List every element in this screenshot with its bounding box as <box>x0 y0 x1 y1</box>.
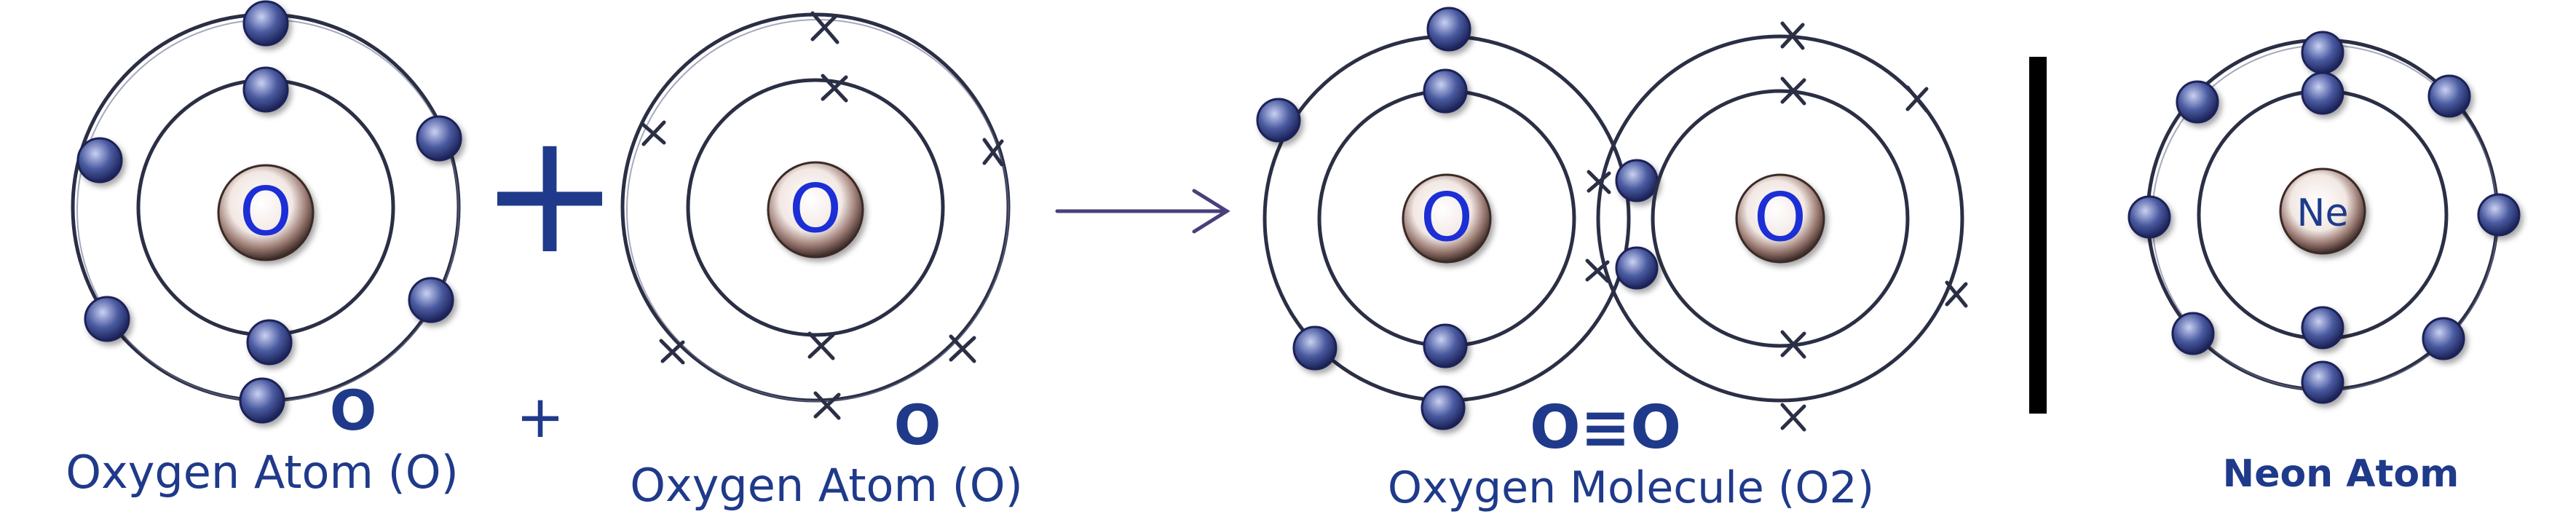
electron-cross <box>1585 258 1610 283</box>
inner-orbit <box>686 78 945 337</box>
nucleus-symbol: Ne <box>2297 192 2349 235</box>
oxygen-atom-1: O O Oxygen Atom (O) <box>66 0 462 499</box>
electron-cross <box>949 334 976 363</box>
atom-label: Oxygen Atom (O) <box>66 446 459 499</box>
electron-cross <box>982 138 1004 167</box>
electron-cross <box>1945 280 1968 308</box>
electron <box>2176 80 2219 124</box>
nucleus-symbol: O <box>1754 178 1806 256</box>
electron-cross <box>807 331 835 360</box>
electron <box>2427 74 2471 118</box>
electrons <box>1585 21 1968 432</box>
electron <box>2301 360 2344 404</box>
arrow-right-icon <box>1055 189 1230 234</box>
electrons <box>76 0 462 424</box>
electron <box>408 277 454 323</box>
nucleus-symbol: O <box>1421 178 1473 256</box>
electron <box>1615 246 1659 290</box>
electron-cross <box>810 11 839 44</box>
electron-cross <box>1905 85 1929 113</box>
electron <box>246 319 293 366</box>
electron <box>2301 306 2344 350</box>
electron <box>2422 317 2465 360</box>
electron-cross <box>640 120 666 146</box>
nucleus: O <box>1402 173 1492 264</box>
nucleus: O <box>1735 173 1825 264</box>
electrons <box>2127 31 2521 404</box>
electron-cross <box>1780 21 1805 50</box>
electron <box>1256 98 1301 143</box>
electrons <box>640 11 1004 420</box>
electron <box>84 296 130 342</box>
svg-text:+: + <box>480 97 620 291</box>
electron <box>242 66 289 113</box>
nucleus: O <box>217 164 315 261</box>
electron <box>1421 385 1466 430</box>
electron <box>1423 323 1468 368</box>
electron <box>239 377 285 424</box>
molecule-label: Oxygen Molecule (O2) <box>1388 462 1874 513</box>
electron-cross <box>1780 403 1806 432</box>
electron-cross <box>821 74 848 103</box>
electron <box>76 137 123 183</box>
nucleus: Ne <box>2279 167 2366 255</box>
oxygen-molecule: O O <box>1256 7 1968 513</box>
outer-orbit <box>1596 34 1964 403</box>
atom-formula: O <box>894 392 941 457</box>
electron <box>416 115 462 162</box>
molecule-formula: O≡O <box>1530 393 1681 462</box>
electron <box>2127 195 2171 239</box>
electron-cross <box>1587 170 1611 194</box>
molecule-atom-right: O <box>1585 21 1968 432</box>
electron-cross <box>1780 76 1806 106</box>
electron <box>1615 159 1659 202</box>
electron <box>2477 193 2521 237</box>
inner-orbit <box>1651 89 1910 348</box>
electron-cross <box>1780 330 1806 359</box>
oxygen-atom-2: O O Oxygen Atom (O) <box>620 11 1023 512</box>
electron <box>2301 71 2344 115</box>
atom-label: Neon Atom <box>2223 452 2460 496</box>
electron <box>1292 325 1338 371</box>
atom-label: Oxygen Atom (O) <box>630 459 1023 512</box>
atom-formula: O <box>330 378 377 443</box>
electron <box>2171 312 2215 355</box>
plus-operator-large: + <box>480 97 620 291</box>
nucleus-symbol: O <box>789 170 842 248</box>
plus-operator-small: + <box>515 383 564 451</box>
electron <box>242 0 289 47</box>
electron-cross <box>813 391 841 420</box>
divider-bar <box>2029 57 2047 414</box>
nucleus-symbol: O <box>240 173 292 250</box>
electron <box>2301 31 2344 74</box>
neon-atom: Ne Neon Atom <box>2127 31 2521 496</box>
nucleus: O <box>767 161 864 258</box>
electron-cross <box>659 339 685 365</box>
molecule-atom-left: O <box>1256 7 1659 430</box>
electrons <box>1256 7 1659 430</box>
electron <box>1426 7 1471 52</box>
electron <box>1423 68 1468 114</box>
